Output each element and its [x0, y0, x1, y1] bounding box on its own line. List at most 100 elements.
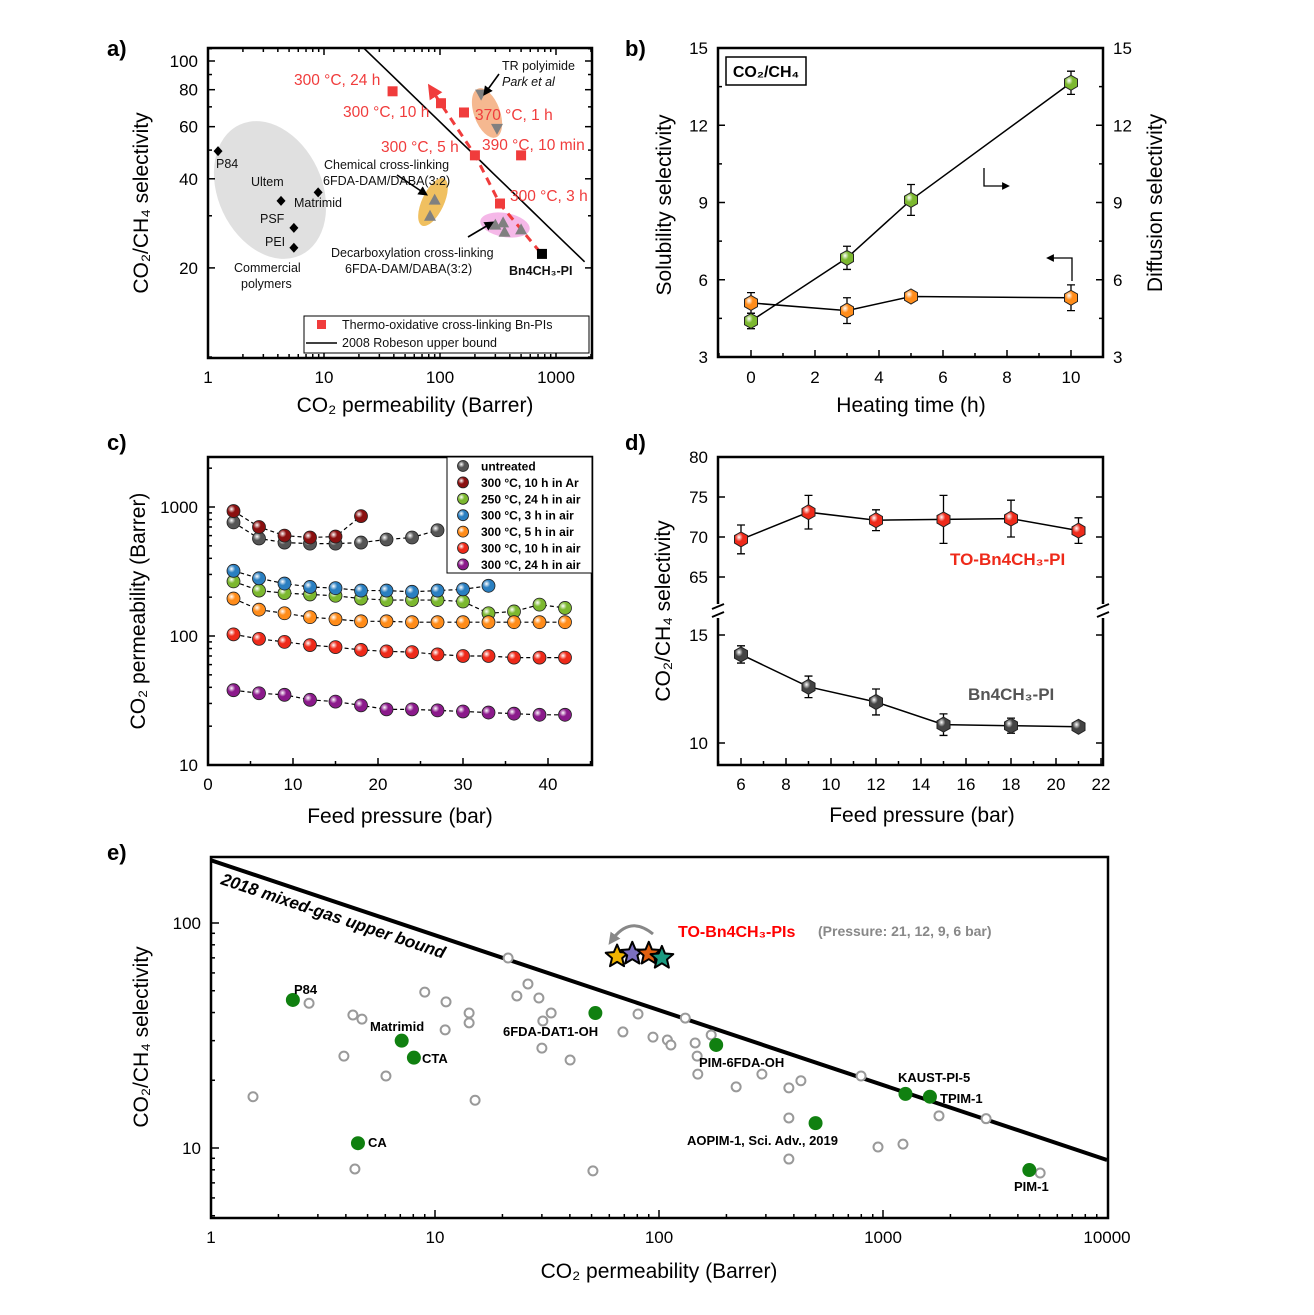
benchmark-data-point — [709, 1037, 724, 1052]
literature-data-point — [617, 1026, 629, 1038]
benchmark-data-point — [394, 1033, 409, 1048]
pressure-direction-arrow — [608, 924, 654, 945]
data-point — [277, 606, 292, 621]
data-point — [424, 209, 437, 221]
data-point — [252, 631, 266, 646]
data-point — [481, 578, 496, 593]
data-point — [428, 193, 441, 205]
y-tick-label: 100 — [170, 627, 198, 646]
data-point — [379, 614, 394, 629]
data-point — [276, 195, 286, 206]
y2-tick-label: 9 — [1113, 194, 1122, 213]
data-point — [387, 86, 398, 97]
y-tick-label: 1000 — [160, 498, 198, 517]
y-tick-label: 15 — [689, 626, 708, 645]
x-tick-label: 10000 — [1083, 1228, 1130, 1247]
group-label: polymers — [241, 277, 292, 291]
y-tick-label: 6 — [699, 271, 708, 290]
data-point — [456, 582, 470, 597]
literature-data-point — [419, 986, 431, 998]
benchmark-label: PIM-1 — [1014, 1179, 1049, 1194]
data-point — [430, 703, 445, 718]
point-label: Ultem — [251, 175, 284, 189]
literature-data-point — [536, 1042, 548, 1054]
series-line — [740, 511, 1079, 541]
x-tick-label: 8 — [781, 775, 790, 794]
data-point — [226, 504, 241, 518]
literature-data-point — [439, 1024, 451, 1036]
y-axis-title: CO₂ permeability (Barrer) — [127, 493, 150, 730]
x-axis-title: CO₂ permeability (Barrer) — [297, 394, 534, 417]
data-point — [252, 520, 266, 534]
literature-data-point — [349, 1163, 361, 1175]
literature-data-point — [380, 1070, 392, 1082]
commercial-polymers-region — [213, 121, 327, 259]
panel-d-plot-area — [716, 455, 1105, 767]
x-axis-title: CO₂ permeability (Barrer) — [541, 1260, 778, 1283]
data-point — [507, 650, 521, 665]
data-point — [354, 698, 368, 713]
data-point — [869, 693, 883, 711]
right-axis-arrow — [983, 168, 1010, 190]
data-point — [1004, 717, 1018, 734]
group-label: Chemical cross-linking — [324, 158, 449, 172]
data-point — [252, 602, 266, 617]
x-tick-label: 40 — [539, 775, 558, 794]
data-point — [481, 649, 496, 663]
data-point — [1071, 522, 1086, 539]
data-point — [405, 584, 419, 599]
x-tick-label: 1000 — [537, 368, 575, 387]
data-point — [328, 694, 343, 709]
data-point — [303, 638, 317, 653]
benchmark-data-point — [898, 1086, 913, 1101]
data-point — [328, 612, 343, 627]
data-point — [354, 643, 368, 657]
data-point — [289, 242, 299, 253]
group-label: 6FDA-DAM/DABA(3:2) — [345, 262, 472, 276]
benchmark-data-point — [285, 992, 300, 1007]
point-label: 300 °C, 10 h — [343, 104, 429, 121]
benchmark-data-point — [922, 1089, 937, 1104]
point-label: 300 °C, 5 h — [381, 139, 459, 156]
y-tick-label: 80 — [689, 448, 708, 467]
x-tick-label: 14 — [912, 775, 931, 794]
literature-data-point — [303, 997, 315, 1009]
literature-data-point — [463, 1007, 475, 1019]
x-tick-label: 22 — [1092, 775, 1111, 794]
benchmark-label: PIM-6FDA-OH — [699, 1055, 784, 1070]
x-tick-label: 6 — [736, 775, 745, 794]
axis-break-mark — [711, 603, 725, 618]
legend-label: 300 °C, 5 h in air — [481, 525, 574, 539]
annotation-arrow — [467, 221, 495, 238]
data-point — [430, 647, 445, 662]
y-axis-title: CO₂/CH₄ selectivity — [652, 520, 675, 702]
x-tick-label: 10 — [822, 775, 841, 794]
data-point — [469, 150, 480, 161]
legend-marker — [457, 525, 469, 538]
y-tick-label: 65 — [689, 568, 708, 587]
pressure-note: (Pressure: 21, 12, 9, 6 bar) — [818, 923, 992, 939]
series-line — [233, 510, 362, 539]
data-point — [734, 646, 748, 663]
x-tick-label: 12 — [867, 775, 886, 794]
data-point — [1004, 510, 1018, 527]
data-point — [328, 529, 343, 544]
y-tick-label: 40 — [179, 170, 198, 189]
literature-data-point — [647, 1031, 659, 1043]
data-point — [354, 583, 368, 598]
data-point — [801, 678, 816, 695]
data-point — [226, 627, 241, 642]
literature-data-point — [537, 1015, 549, 1027]
data-point — [430, 523, 445, 538]
star-data-point — [649, 944, 675, 969]
data-point — [558, 615, 572, 630]
data-point — [430, 583, 445, 598]
data-point — [481, 615, 496, 630]
data-point — [458, 107, 469, 118]
data-point — [1064, 74, 1078, 91]
y-tick-label: 12 — [689, 116, 708, 135]
data-point — [354, 614, 368, 629]
y-tick-label: 10 — [179, 756, 198, 775]
y-axis-title: CO₂/CH₄ selectivity — [130, 946, 153, 1128]
data-point — [277, 687, 292, 702]
